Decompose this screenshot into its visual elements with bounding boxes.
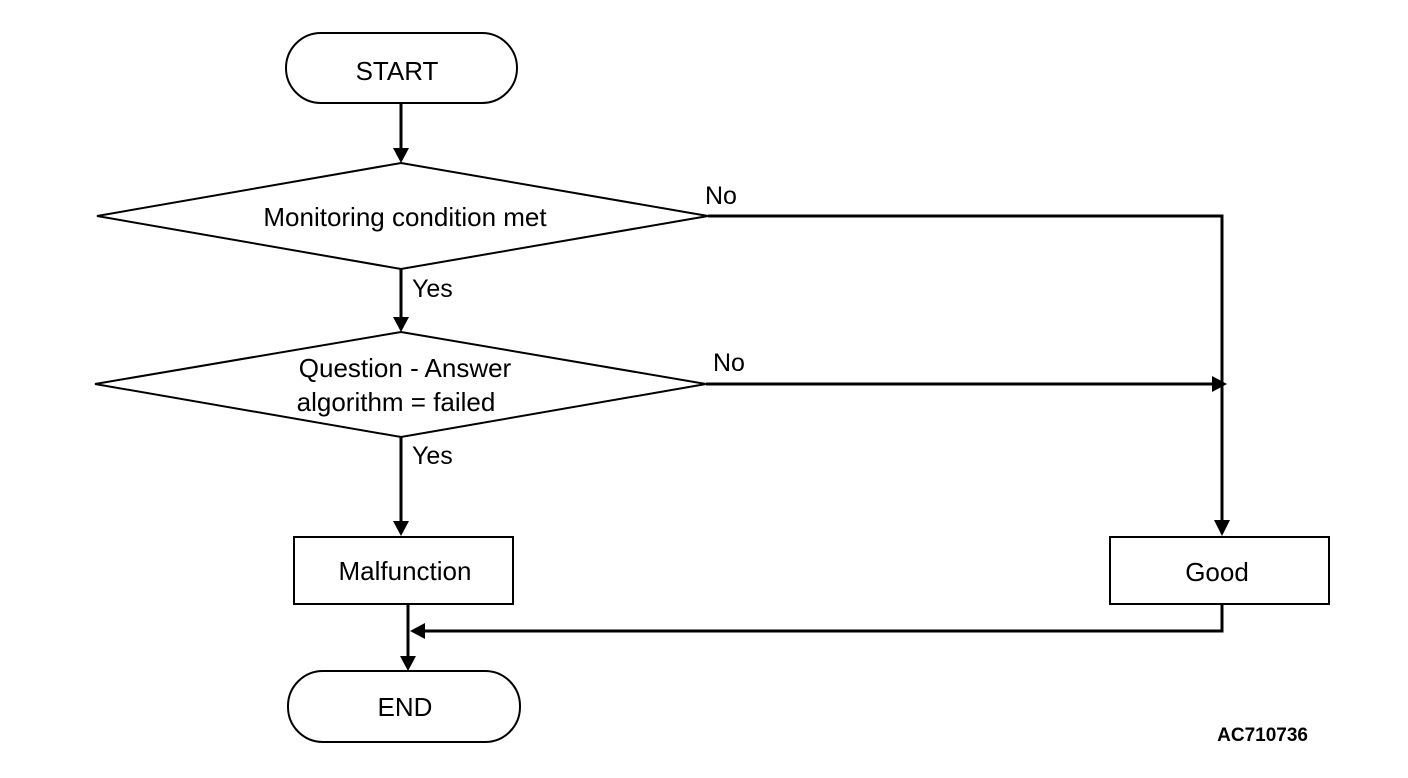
decision1-yes-label: Yes xyxy=(412,275,453,303)
decision2-yes-label: Yes xyxy=(412,442,453,470)
decision2-label-line2: algorithm = failed xyxy=(297,387,496,417)
start-node: START xyxy=(285,32,518,104)
good-label: Good xyxy=(1185,557,1249,587)
decision1-no-label: No xyxy=(705,182,737,210)
end-node: END xyxy=(287,670,521,743)
malfunction-node: Malfunction xyxy=(293,536,514,605)
connector-decision2-no: No xyxy=(706,349,1227,392)
connector-start-to-decision1 xyxy=(393,103,409,163)
connector-malfunction-to-end xyxy=(400,604,416,671)
start-label: START xyxy=(356,56,439,86)
decision2-no-label: No xyxy=(713,349,745,377)
figure-code: AC710736 xyxy=(1217,725,1308,746)
connector-decision1-no: No xyxy=(705,182,1230,536)
malfunction-label: Malfunction xyxy=(339,556,472,586)
end-label: END xyxy=(378,692,433,722)
decision2-label-line1: Question - Answer xyxy=(299,353,512,383)
good-node: Good xyxy=(1109,536,1330,605)
decision1-label: Monitoring condition met xyxy=(263,202,547,232)
connector-decision1-yes: Yes xyxy=(393,269,453,332)
connector-good-to-merge xyxy=(410,604,1224,639)
connector-decision2-yes: Yes xyxy=(393,437,453,536)
decision2-node: Question - Answer algorithm = failed xyxy=(94,330,707,439)
decision1-node: Monitoring condition met xyxy=(96,161,709,271)
